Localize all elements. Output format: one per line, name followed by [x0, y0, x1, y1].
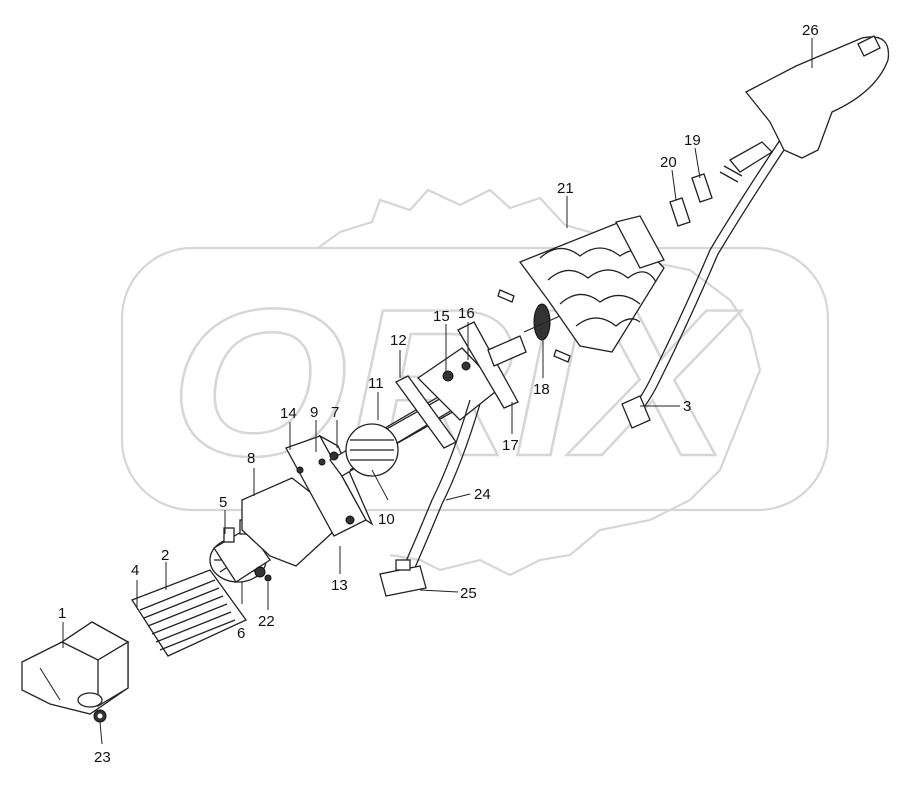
callout-8: 8: [247, 450, 255, 467]
part-23-nut: [93, 709, 107, 723]
leader-lines: [62, 38, 813, 745]
callout-23: 23: [94, 749, 111, 766]
callout-5: 5: [219, 494, 227, 511]
callout-24: 24: [474, 486, 491, 503]
callout-7: 7: [331, 404, 339, 421]
part-24-cable: [403, 399, 481, 571]
callout-labels: 1 2 3 4 5 6 7 8 9 10 11 12 13 14 15 16 1…: [58, 22, 819, 766]
callout-14: 14: [280, 405, 297, 422]
callout-26: 26: [802, 22, 819, 39]
callout-21: 21: [557, 180, 574, 197]
callout-25: 25: [460, 585, 477, 602]
callout-3: 3: [683, 398, 691, 415]
watermark-frame: [120, 246, 830, 512]
callout-10: 10: [378, 511, 395, 528]
callout-15: 15: [433, 308, 450, 325]
callout-13: 13: [331, 577, 348, 594]
part-25-connector: [379, 559, 427, 597]
part-1-end-housing: [21, 621, 130, 715]
callout-18: 18: [533, 381, 550, 398]
callout-17: 17: [502, 437, 519, 454]
part-19-pin: [691, 173, 713, 203]
callout-9: 9: [310, 404, 318, 421]
callout-19: 19: [684, 132, 701, 149]
callout-11: 11: [368, 375, 384, 392]
callout-1: 1: [58, 605, 66, 622]
part-20-pin: [669, 197, 691, 227]
part-3-upper-cable: [621, 139, 789, 429]
callout-6: 6: [237, 625, 245, 642]
part-15-gimbal-housing: [416, 321, 519, 421]
watermark-gear-outline: [317, 188, 762, 577]
part-18-pivot-pin: [487, 289, 571, 367]
callout-4: 4: [131, 562, 139, 579]
part-26-handle: [719, 35, 890, 183]
callout-16: 16: [458, 305, 475, 322]
callout-12: 12: [390, 332, 407, 349]
part-21-rubber-boot: [518, 215, 665, 353]
callout-20: 20: [660, 154, 677, 171]
callout-2: 2: [161, 547, 169, 564]
callout-22: 22: [258, 613, 275, 630]
